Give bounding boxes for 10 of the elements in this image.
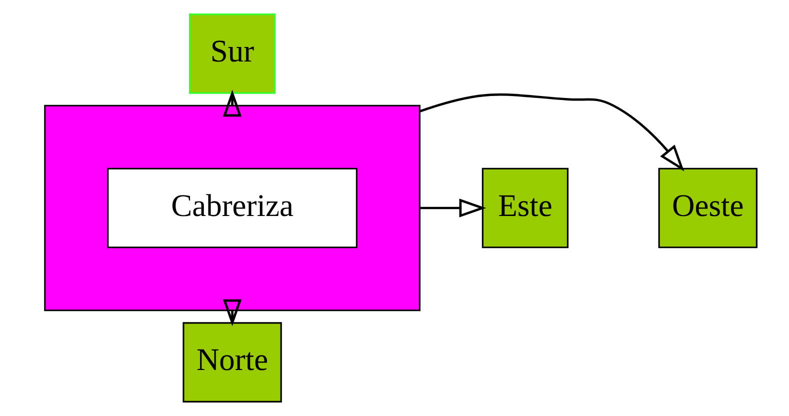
node-box: Sur: [189, 14, 276, 94]
node-box: Oeste: [658, 168, 758, 248]
cluster: [44, 104, 420, 312]
arrow: [222, 299, 242, 326]
arrow: [419, 93, 684, 172]
arrow: [222, 90, 242, 117]
node-box: Norte: [182, 322, 282, 402]
node-box: Este: [482, 168, 569, 248]
arrow: [420, 198, 486, 218]
node-box: Cabreriza: [107, 168, 358, 248]
